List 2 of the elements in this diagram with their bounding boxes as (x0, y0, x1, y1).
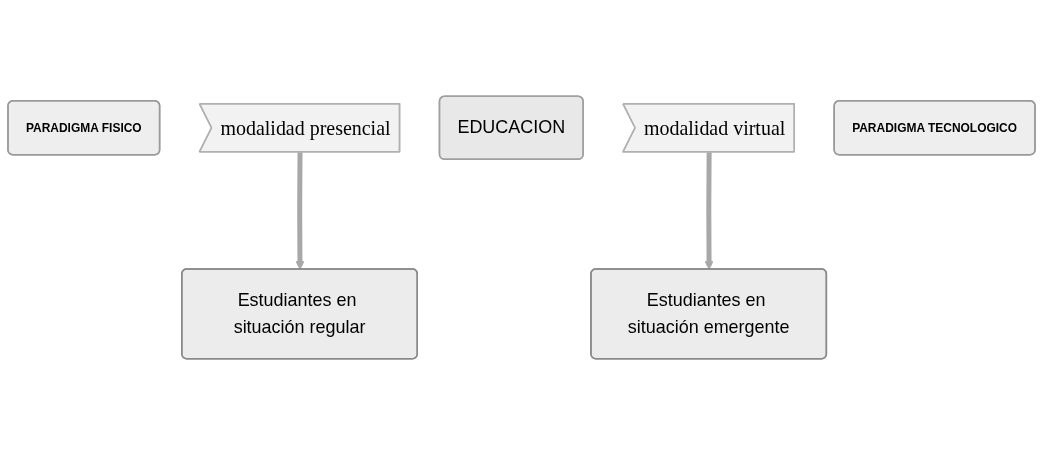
arrow (704, 152, 714, 270)
arrow (295, 152, 305, 270)
